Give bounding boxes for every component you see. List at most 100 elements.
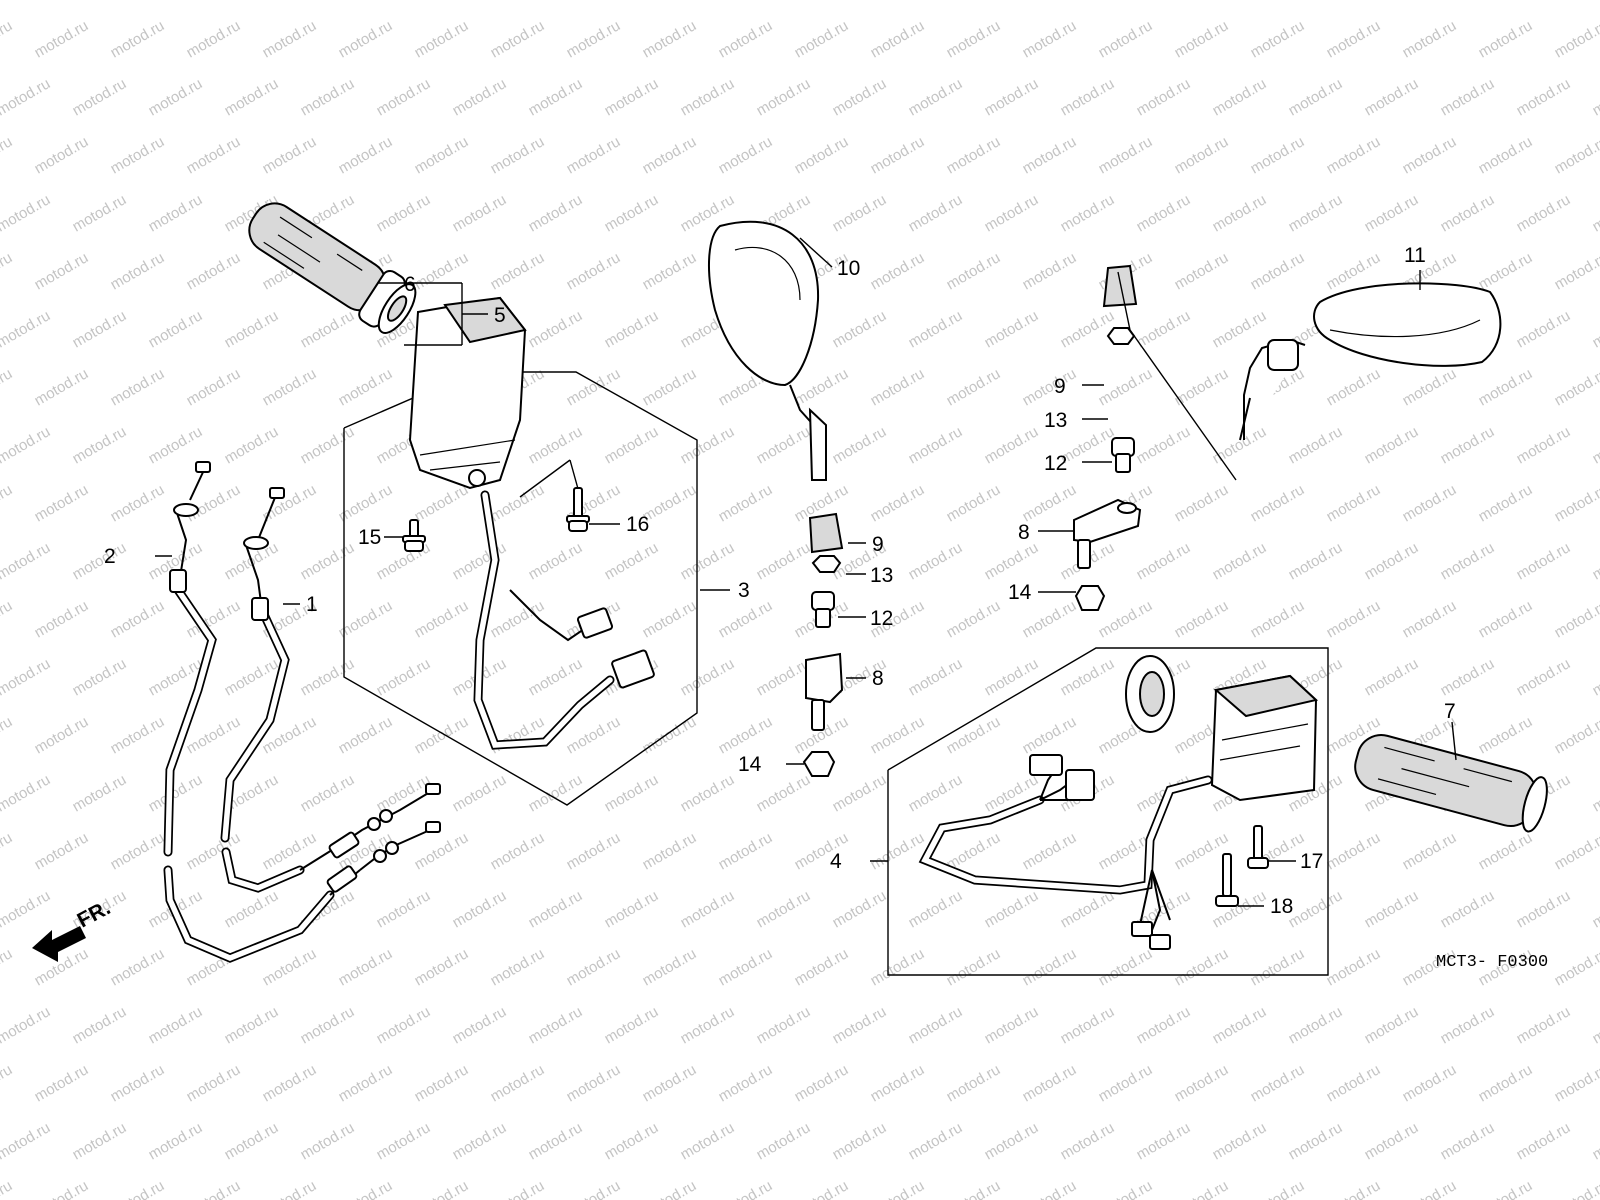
watermark-text: motod.ru [1134, 539, 1194, 583]
watermark-text: motod.ru [678, 1119, 738, 1163]
callout-17: 17 [1300, 850, 1323, 873]
watermark-text: motod.ru [222, 1003, 282, 1047]
watermark-text: motod.ru [526, 1119, 586, 1163]
watermark-text: motod.ru [0, 481, 15, 525]
watermark-text: motod.ru [792, 829, 852, 873]
watermark-text: motod.ru [0, 1119, 53, 1163]
watermark-text: motod.ru [450, 1003, 510, 1047]
watermark-text: motod.ru [868, 829, 928, 873]
watermark-text: motod.ru [0, 597, 15, 641]
watermark-text: motod.ru [146, 307, 206, 351]
watermark-text: motod.ru [1590, 1003, 1600, 1047]
watermark-text: motod.ru [982, 423, 1042, 467]
mirror-cover-left [808, 512, 844, 554]
watermark-text: motod.ru [1058, 1003, 1118, 1047]
watermark-text: motod.ru [1438, 887, 1498, 931]
watermark-text: motod.ru [108, 1177, 168, 1200]
callout-5: 5 [494, 304, 506, 327]
watermark-text: motod.ru [412, 597, 472, 641]
watermark-text: motod.ru [32, 481, 92, 525]
watermark-text: motod.ru [602, 191, 662, 235]
watermark-text: motod.ru [70, 75, 130, 119]
watermark-text: motod.ru [1400, 133, 1460, 177]
watermark-text: motod.ru [1210, 423, 1270, 467]
watermark-text: motod.ru [640, 17, 700, 61]
watermark-text: motod.ru [70, 1003, 130, 1047]
watermark-text: motod.ru [1248, 945, 1308, 989]
watermark-text: motod.ru [754, 1003, 814, 1047]
watermark-text: motod.ru [1438, 0, 1498, 3]
watermark-text: motod.ru [982, 655, 1042, 699]
watermark-text: motod.ru [1172, 945, 1232, 989]
callout-10: 10 [837, 257, 860, 280]
watermark-text: motod.ru [1514, 75, 1574, 119]
watermark-text: motod.ru [792, 365, 852, 409]
watermark-text: motod.ru [1590, 771, 1600, 815]
watermark-text: motod.ru [1286, 887, 1346, 931]
watermark-text: motod.ru [1172, 597, 1232, 641]
callout-3: 3 [738, 579, 750, 602]
watermark-text: motod.ru [1400, 365, 1460, 409]
watermark-text: motod.ru [1134, 75, 1194, 119]
watermark-text: motod.ru [982, 539, 1042, 583]
watermark-text: motod.ru [32, 249, 92, 293]
watermark-text: motod.ru [298, 75, 358, 119]
watermark-text: motod.ru [944, 249, 1004, 293]
watermark-text: motod.ru [184, 713, 244, 757]
watermark-text: motod.ru [564, 713, 624, 757]
watermark-text: motod.ru [982, 0, 1042, 3]
watermark-text: motod.ru [32, 17, 92, 61]
watermark-text: motod.ru [1096, 1177, 1156, 1200]
watermark-text: motod.ru [184, 1061, 244, 1105]
watermark-text: motod.ru [1552, 249, 1600, 293]
watermark-text: motod.ru [1020, 829, 1080, 873]
callout-11: 11 [1404, 244, 1426, 267]
watermark-text: motod.ru [830, 423, 890, 467]
watermark-text: motod.ru [792, 945, 852, 989]
watermark-text: motod.ru [526, 423, 586, 467]
watermark-text: motod.ru [944, 481, 1004, 525]
watermark-text: motod.ru [906, 771, 966, 815]
watermark-text: motod.ru [1172, 1177, 1232, 1200]
watermark-text: motod.ru [1210, 307, 1270, 351]
watermark-text: motod.ru [412, 1177, 472, 1200]
watermark-text: motod.ru [32, 597, 92, 641]
watermark-text: motod.ru [260, 481, 320, 525]
watermark-text: motod.ru [602, 771, 662, 815]
watermark-text: motod.ru [602, 0, 662, 3]
watermark-text: motod.ru [982, 307, 1042, 351]
watermark-text: motod.ru [1590, 307, 1600, 351]
watermark-text: motod.ru [488, 17, 548, 61]
watermark-text: motod.ru [526, 1003, 586, 1047]
right-mirror [1239, 282, 1502, 441]
watermark-text: motod.ru [0, 539, 53, 583]
watermark-text: motod.ru [906, 655, 966, 699]
watermark-text: motod.ru [0, 887, 53, 931]
watermark-text: motod.ru [640, 945, 700, 989]
watermark-text: motod.ru [982, 1003, 1042, 1047]
watermark-text: motod.ru [678, 75, 738, 119]
mirror-bracket-8-left [805, 652, 844, 731]
watermark-text: motod.ru [146, 771, 206, 815]
watermark-text: motod.ru [526, 539, 586, 583]
watermark-text: motod.ru [526, 75, 586, 119]
watermark-text: motod.ru [146, 1003, 206, 1047]
watermark-text: motod.ru [1590, 539, 1600, 583]
watermark-text: motod.ru [184, 481, 244, 525]
watermark-text: motod.ru [1210, 539, 1270, 583]
watermark-text: motod.ru [1400, 17, 1460, 61]
watermark-text: motod.ru [298, 1003, 358, 1047]
watermark-text: motod.ru [70, 655, 130, 699]
watermark-text: motod.ru [1286, 75, 1346, 119]
watermark-text: motod.ru [1058, 1119, 1118, 1163]
watermark-text: motod.ru [1248, 481, 1308, 525]
throttle-grip [248, 202, 417, 334]
watermark-text: motod.ru [450, 887, 510, 931]
watermark-text: motod.ru [982, 75, 1042, 119]
watermark-text: motod.ru [640, 365, 700, 409]
watermark-text: motod.ru [1058, 75, 1118, 119]
watermark-text: motod.ru [32, 713, 92, 757]
watermark-text: motod.ru [716, 1061, 776, 1105]
watermark-text: motod.ru [488, 481, 548, 525]
